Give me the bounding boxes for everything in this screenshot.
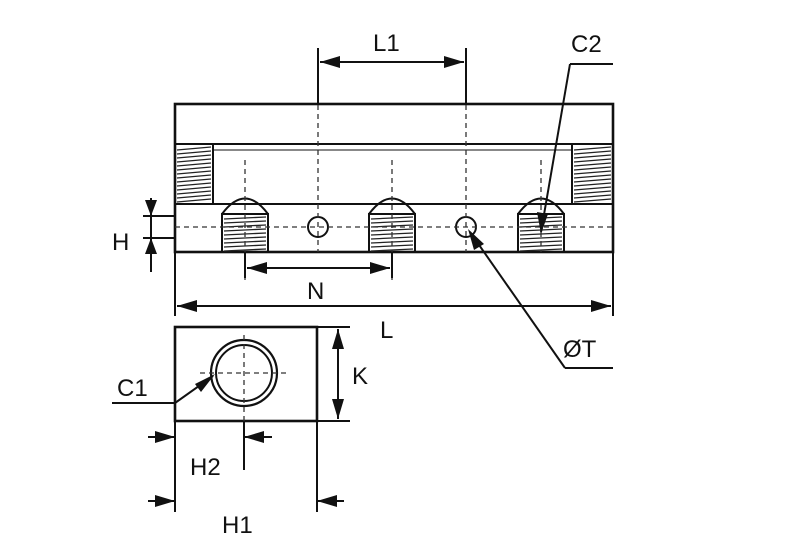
label-k: K: [352, 363, 368, 390]
dimension-h2: H2: [148, 421, 272, 512]
dimension-n: N: [244, 252, 393, 305]
leader-c2: C2: [537, 31, 613, 234]
label-c2: C2: [571, 31, 602, 58]
right-end-thread: [571, 143, 614, 205]
end-view-outline: [173, 325, 319, 423]
label-n: N: [307, 278, 324, 305]
dimension-l: L: [174, 252, 614, 344]
dimension-l1: L1: [317, 30, 467, 104]
label-l: L: [380, 317, 393, 344]
label-c1: C1: [117, 375, 148, 402]
label-t: ØT: [563, 336, 597, 363]
label-h2: H2: [190, 454, 221, 481]
dimension-h: H: [112, 198, 175, 272]
dimension-h1: H1: [148, 421, 344, 539]
front-view: [173, 60, 615, 280]
leader-c1: C1: [112, 374, 215, 404]
leader-t: ØT: [468, 229, 613, 369]
left-end-thread: [174, 143, 214, 205]
label-h: H: [112, 229, 129, 256]
label-h1: H1: [222, 512, 253, 539]
label-l1: L1: [373, 30, 400, 57]
end-view: [173, 325, 319, 450]
dimension-k: K: [317, 326, 368, 422]
